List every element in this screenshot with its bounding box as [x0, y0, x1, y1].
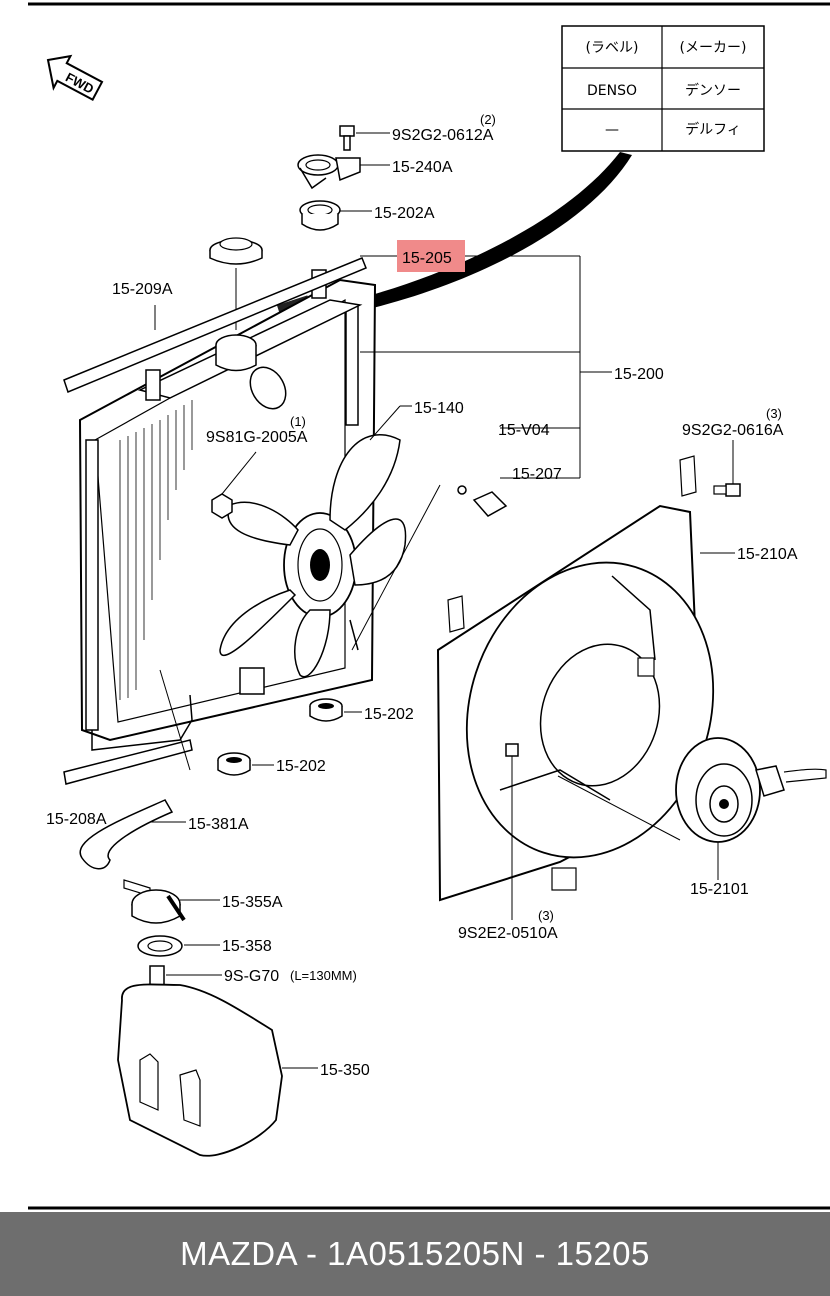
table-row-maker: デルフィ	[685, 121, 741, 138]
part-label: 15-202A	[374, 205, 435, 222]
part-label: 15-208A	[46, 811, 107, 828]
footer-part-number: MAZDA - 1A0515205	[180, 1235, 501, 1272]
part-note: (L=130MM)	[290, 968, 357, 983]
table-row-maker: デンソー	[685, 82, 741, 99]
label-maker-table: (ラベル) (メーカー) DENSO デンソー — デルフィ	[561, 25, 765, 152]
part-label: 15-240A	[392, 159, 453, 176]
part-label: 15-358	[222, 938, 272, 955]
part-label: 15-381A	[188, 816, 249, 833]
fan-icon	[219, 434, 407, 678]
reservoir-tank-icon	[117, 965, 283, 1157]
part-label: 15-2101	[690, 881, 749, 898]
part-label: 15-207	[512, 466, 562, 483]
part-label: 15-200	[614, 366, 664, 383]
part-qty: (1)	[290, 414, 306, 429]
bolt-icon	[339, 125, 390, 151]
grommet-icon	[299, 200, 372, 231]
highlight-box	[397, 240, 465, 272]
drain-plug-icon	[457, 485, 508, 517]
grommet-icon	[309, 698, 343, 722]
bolt-icon	[713, 440, 741, 497]
part-label: 9S-G70	[224, 968, 279, 985]
part-label: 15-140	[414, 400, 464, 417]
fwd-arrow-icon: FWD	[46, 54, 104, 101]
footer-bar: MAZDA - 1A0515205 N - 15205	[0, 1212, 830, 1296]
part-label: 15-V04	[498, 422, 550, 439]
lower-support-bar	[63, 739, 193, 785]
part-label: 15-202	[276, 758, 326, 775]
bolt-icon	[505, 743, 519, 920]
upper-support-bar	[63, 257, 367, 394]
part-label: 15-355A	[222, 894, 283, 911]
part-label: 15-350	[320, 1062, 370, 1079]
part-label: 9S81G-2005A	[206, 429, 308, 446]
part-qty: (3)	[766, 406, 782, 421]
radiator-parts-diagram: (ラベル) (メーカー) DENSO デンソー — デルフィ FWD	[28, 2, 830, 1210]
overflow-hose-icon	[79, 799, 174, 870]
part-label: 9S2E2-0510A	[458, 925, 558, 942]
table-row-label: —	[605, 122, 619, 138]
part-qty: (2)	[480, 112, 496, 127]
part-label: 9S2G2-0612A	[392, 127, 494, 144]
part-label: 9S2G2-0616A	[682, 422, 784, 439]
table-row-label: DENSO	[587, 83, 637, 99]
table-header-label: (ラベル)	[586, 40, 639, 56]
gasket-icon	[137, 935, 183, 957]
grommet-9s81g-icon	[211, 493, 233, 519]
radiator-cap-icon	[209, 237, 263, 330]
footer-reference: N - 15205	[500, 1235, 650, 1272]
part-label-highlighted: 15-205	[402, 250, 452, 267]
part-label: 15-202	[364, 706, 414, 723]
part-label: 15-210A	[737, 546, 798, 563]
reservoir-cap-icon	[123, 879, 186, 924]
bracket-icon	[297, 154, 390, 190]
grommet-icon	[217, 752, 251, 776]
fan-motor-icon	[675, 737, 827, 843]
table-header-maker: (メーカー)	[680, 40, 747, 56]
part-qty: (3)	[538, 908, 554, 923]
part-label: 15-209A	[112, 281, 173, 298]
